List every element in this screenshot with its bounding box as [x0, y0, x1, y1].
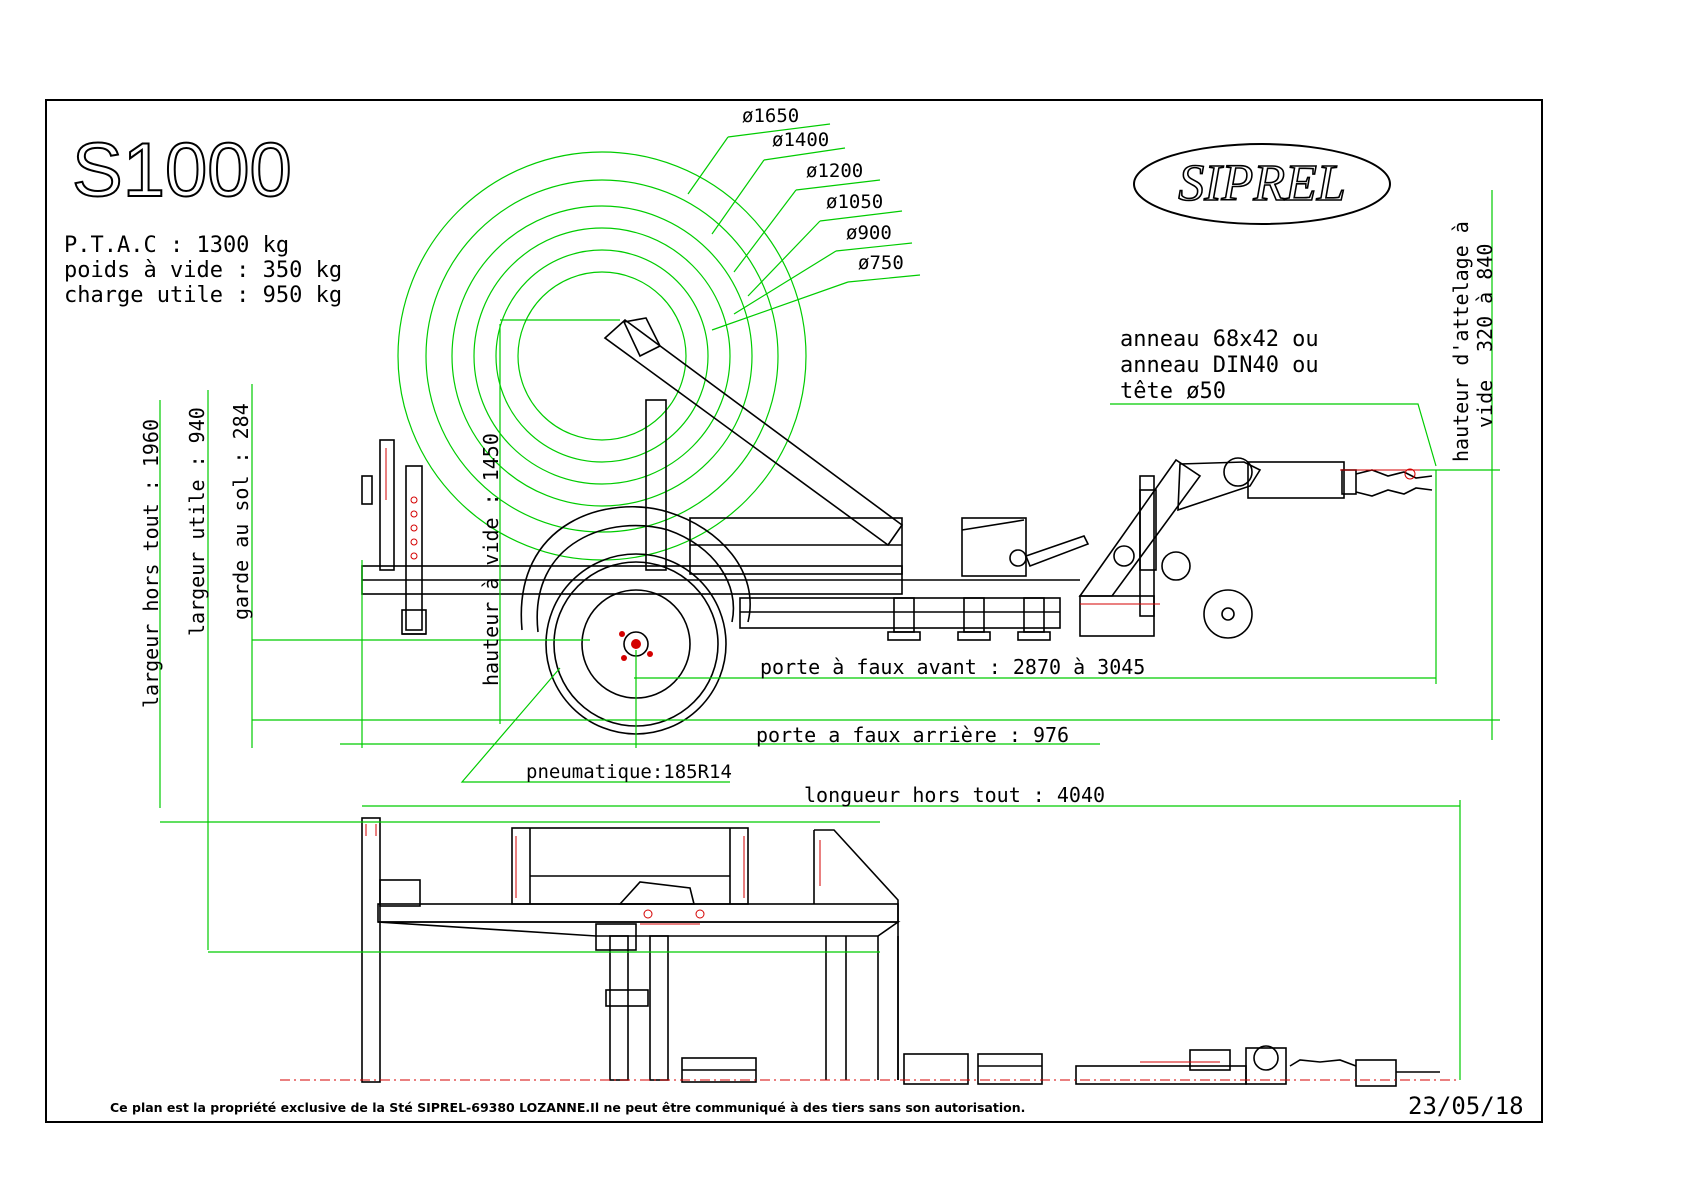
reel-diameter-circles — [397, 151, 807, 561]
top-view — [280, 817, 1460, 1087]
hitch-height-label: hauteur d'attelage à — [1449, 221, 1473, 462]
empty-height-label: hauteur à vide : 1450 — [479, 433, 503, 686]
model-title: S1000 — [72, 128, 292, 213]
tyre-label: pneumatique:185R14 — [526, 761, 732, 783]
diameter-1400: ø1400 — [772, 129, 829, 151]
diameter-900: ø900 — [846, 222, 892, 244]
useful-width-label: largeur utile : 940 — [185, 407, 209, 636]
diameter-1650: ø1650 — [742, 105, 799, 127]
hitch-ring-line1: anneau 68x42 ou — [1120, 327, 1319, 352]
dimension-lines — [159, 190, 1500, 1080]
drawing-frame — [45, 99, 1543, 1123]
copyright-footer: Ce plan est la propriété exclusive de la… — [110, 1100, 1025, 1115]
siprel-logo: SIPREL — [1133, 143, 1391, 225]
diameter-1200: ø1200 — [806, 160, 863, 182]
hitch-ring-line2: anneau DIN40 ou — [1120, 353, 1319, 378]
mudguard — [520, 506, 751, 631]
hitch-height-empty: vide — [1473, 380, 1497, 428]
spec-ptac: P.T.A.C : 1300 kg — [64, 233, 289, 258]
drawing-date: 23/05/18 — [1408, 1092, 1524, 1120]
brand-name: SIPREL — [1178, 155, 1346, 212]
diameter-labels: ø1650 ø1400 ø1200 ø1050 ø900 ø750 — [742, 105, 904, 274]
dimension-labels: anneau 68x42 ou anneau DIN40 ou tête ø50… — [139, 221, 1497, 807]
hitch-ring-line3: tête ø50 — [1120, 379, 1226, 404]
specs-block: P.T.A.C : 1300 kg poids à vide : 350 kg … — [64, 233, 342, 308]
diameter-leaders — [687, 123, 921, 331]
overall-width-label: largeur hors tout : 1960 — [139, 419, 163, 708]
ground-clearance-label: garde au sol : 284 — [229, 403, 253, 620]
spec-payload: charge utile : 950 kg — [64, 283, 342, 308]
diameter-1050: ø1050 — [826, 191, 883, 213]
spec-empty-weight: poids à vide : 350 kg — [64, 258, 342, 283]
diameter-750: ø750 — [858, 252, 904, 274]
front-overhang-label: porte à faux avant : 2870 à 3045 — [760, 655, 1145, 679]
rear-overhang-label: porte a faux arrière : 976 — [756, 723, 1069, 747]
overall-length-label: longueur hors tout : 4040 — [804, 783, 1105, 807]
hitch-height-value: 320 à 840 — [1473, 244, 1497, 352]
